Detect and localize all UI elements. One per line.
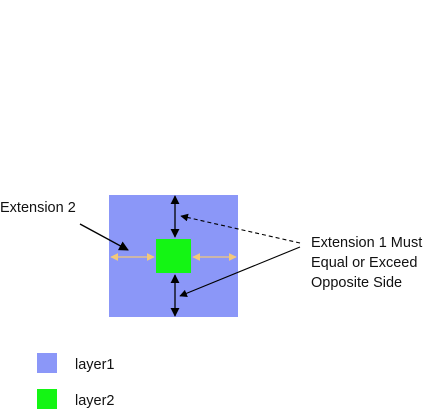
layer2-rect <box>156 239 191 273</box>
legend-swatch-layer2 <box>37 389 57 409</box>
extension1-label-line2: Equal or Exceed <box>311 255 417 271</box>
legend-label-layer2: layer2 <box>75 393 115 409</box>
legend-label-layer1: layer1 <box>75 357 115 373</box>
extension1-solid-callout-line <box>179 246 301 297</box>
legend-swatch-layer1 <box>37 353 57 373</box>
extension2-callout-line <box>79 223 129 251</box>
extension1-label-line3: Opposite Side <box>311 275 402 291</box>
extension1-label-line1: Extension 1 Must <box>311 235 422 251</box>
extension2-label: Extension 2 <box>0 200 76 216</box>
legend: layer1 layer2 <box>37 353 115 409</box>
extension1-dashed-callout-line <box>180 213 301 244</box>
